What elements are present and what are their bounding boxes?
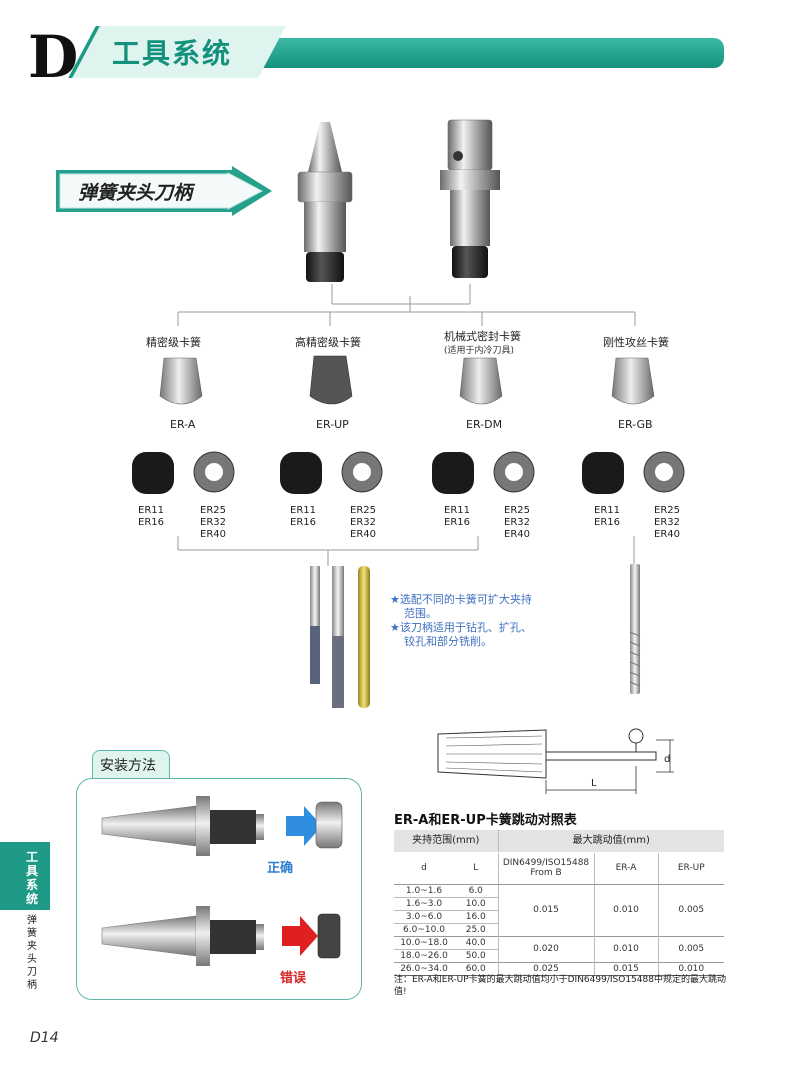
- feature-note-2: ★该刀柄适用于钻孔、扩孔、: [390, 621, 532, 634]
- nut-sizes-small-1: ER11 ER16: [138, 505, 164, 528]
- collet-type-label-3: 机械式密封卡簧: [444, 330, 521, 343]
- feature-note-2-cont: 铰孔和部分铣削。: [404, 635, 492, 648]
- col-din: DIN6499/ISO15488 From B: [497, 852, 594, 885]
- collet-code-3: ER-DM: [466, 418, 503, 431]
- nuts-illustration: [132, 451, 685, 494]
- tap-illustration: [629, 564, 641, 694]
- install-method-tab: [92, 750, 170, 778]
- runout-table-title: ER-A和ER-UP卡簧跳动对照表: [394, 813, 577, 828]
- page-title: 工具系统: [112, 37, 233, 70]
- nut-sizes-large-2: ER25 ER32 ER40: [350, 505, 376, 540]
- header-max-runout: 最大跳动值(mm): [497, 830, 724, 853]
- branch-lines: [177, 296, 636, 326]
- nut-sizes-small-4: ER11 ER16: [594, 505, 620, 528]
- runout-table: 夹持范围(mm) 最大跳动值(mm) d L DIN6499/ISO15488 …: [394, 830, 724, 976]
- col-erup: ER-UP: [657, 852, 724, 885]
- side-section-tab: [0, 842, 50, 910]
- page-number: D14: [30, 1030, 59, 1046]
- cutting-tools-illustration: [310, 566, 370, 708]
- dimension-d: d: [664, 754, 671, 765]
- section-letter: D: [28, 23, 79, 91]
- dimension-L: L: [591, 778, 597, 789]
- nut-sizes-large-3: ER25 ER32 ER40: [504, 505, 530, 540]
- side-tab-title: 工具系统: [26, 850, 39, 906]
- install-correct-label: 正确: [267, 861, 294, 876]
- collet-code-4: ER-GB: [618, 418, 653, 431]
- nut-sizes-large-4: ER25 ER32 ER40: [654, 505, 680, 540]
- nut-sizes-small-2: ER11 ER16: [290, 505, 316, 528]
- install-wrong-label: 错误: [280, 971, 307, 986]
- feature-note-1-cont: 范围。: [404, 607, 437, 620]
- feature-note-1: ★选配不同的卡簧可扩大夹持: [390, 593, 532, 606]
- install-method-title: 安装方法: [100, 758, 156, 774]
- collets-illustration: [159, 355, 655, 405]
- collet-type-label-2: 高精密级卡簧: [295, 336, 361, 349]
- hero-label-arrow: 弹簧夹头刀柄: [56, 166, 274, 216]
- col-L: L: [454, 852, 498, 885]
- col-d: d: [394, 852, 454, 885]
- arrow-shape-icon: [56, 166, 272, 216]
- tool-holders-illustration: [297, 119, 500, 305]
- bracket-lines: [177, 536, 635, 566]
- arrow-red-icon: [282, 916, 318, 956]
- collet-code-1: ER-A: [170, 418, 196, 431]
- install-method-panel: [76, 778, 362, 1000]
- arrow-blue-icon: [286, 806, 322, 846]
- runout-measurement-diagram: [437, 728, 674, 794]
- hero-label: 弹簧夹头刀柄: [78, 182, 193, 204]
- col-era: ER-A: [593, 852, 658, 885]
- side-tab-subtitle: 弹簧夹头刀柄: [27, 915, 37, 991]
- header-clamp-range: 夹持范围(mm): [394, 830, 498, 853]
- nut-sizes-small-3: ER11 ER16: [444, 505, 470, 528]
- install-illustration: [101, 796, 343, 966]
- collet-code-2: ER-UP: [316, 418, 349, 431]
- collet-type-note-3: (适用于内冷刀具): [444, 346, 515, 356]
- table-footnote: 注：ER-A和ER-UP卡簧的最大跳动值均小于DIN6499/ISO15488中…: [394, 975, 726, 997]
- collet-type-label-4: 刚性攻丝卡簧: [603, 336, 669, 349]
- nut-sizes-large-1: ER25 ER32 ER40: [200, 505, 226, 540]
- collet-type-label-1: 精密级卡簧: [146, 336, 201, 349]
- feature-notes: ★选配不同的卡簧可扩大夹持 范围。 ★该刀柄适用于钻孔、扩孔、 铰孔和部分铣削。: [390, 593, 590, 649]
